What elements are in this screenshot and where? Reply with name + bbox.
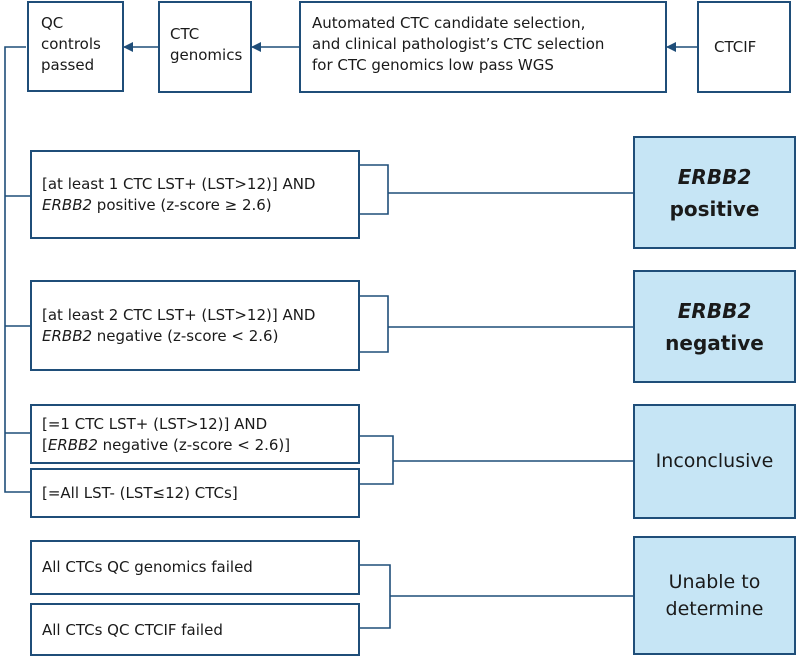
criteria-all-lst-neg-label: [=All LST- (LST≤12) CTCs] — [42, 484, 238, 502]
criteria-erbb2-negative-box: [at least 2 CTC LST+ (LST>12)] AND ERBB2… — [30, 280, 360, 371]
qc-controls-line-1: QC — [41, 14, 64, 32]
criteria-one-lst-box: [=1 CTC LST+ (LST>12)] AND [ERBB2 negati… — [30, 404, 360, 464]
bracket-positive — [360, 164, 633, 215]
selection-line-3: for CTC genomics low pass WGS — [312, 56, 554, 74]
result-positive-gene: ERBB2 — [678, 161, 751, 193]
bracket-unable — [360, 564, 633, 629]
gene-name: ERBB2 — [677, 164, 752, 189]
bracket-inconclusive — [360, 435, 633, 485]
failed-ctcif-box: All CTCs QC CTCIF failed — [30, 603, 360, 656]
failed-genomics-box: All CTCs QC genomics failed — [30, 540, 360, 595]
failed-ctcif-label: All CTCs QC CTCIF failed — [42, 621, 223, 639]
selection-line-2: and clinical pathologist’s CTC selection — [312, 35, 605, 53]
ctcif-box: CTCIF — [697, 1, 791, 93]
ctc-genomics-line-1: CTC — [170, 25, 200, 43]
gene-name: ERBB2 — [42, 327, 93, 345]
bracket-negative — [360, 295, 633, 353]
result-unable-line-1: Unable to — [668, 570, 761, 593]
result-positive-label: positive — [669, 196, 760, 221]
criteria-all-lst-neg-box: [=All LST- (LST≤12) CTCs] — [30, 468, 360, 518]
trunk-line — [4, 46, 30, 493]
ctcif-label: CTCIF — [714, 38, 757, 56]
criteria-one-lst-line-2-rest: negative (z-score < 2.6)] — [97, 436, 291, 454]
criteria-one-lst-line-2: [ERBB2 negative (z-score < 2.6)] — [42, 435, 358, 456]
criteria-negative-line-2-rest: negative (z-score < 2.6) — [92, 327, 279, 345]
criteria-positive-line-1: [at least 1 CTC LST+ (LST>12)] AND — [42, 175, 316, 193]
qc-controls-box: QC controls passed — [27, 1, 124, 92]
failed-genomics-label: All CTCs QC genomics failed — [42, 558, 253, 576]
result-unable-to-determine: Unable to determine — [633, 536, 796, 655]
result-inconclusive: Inconclusive — [633, 404, 796, 519]
criteria-positive-line-2-rest: positive (z-score ≥ 2.6) — [92, 196, 272, 214]
criteria-negative-line-1: [at least 2 CTC LST+ (LST>12)] AND — [42, 306, 316, 324]
result-negative-gene: ERBB2 — [678, 295, 751, 327]
bracket-open: [ — [42, 436, 48, 454]
result-negative-label: negative — [665, 330, 764, 355]
gene-name: ERBB2 — [677, 298, 752, 323]
result-erbb2-negative: ERBB2 negative — [633, 270, 796, 383]
result-inconclusive-label: Inconclusive — [655, 450, 774, 472]
criteria-negative-line-2: ERBB2 negative (z-score < 2.6) — [42, 326, 358, 347]
gene-name: ERBB2 — [42, 196, 93, 214]
criteria-one-lst-line-1: [=1 CTC LST+ (LST>12)] AND — [42, 415, 268, 433]
qc-controls-line-2: controls — [41, 35, 101, 53]
qc-controls-line-3: passed — [41, 56, 95, 74]
ctc-genomics-box: CTC genomics — [158, 1, 252, 93]
ctc-selection-box: Automated CTC candidate selection, and c… — [299, 1, 667, 93]
result-erbb2-positive: ERBB2 positive — [633, 136, 796, 249]
criteria-erbb2-positive-box: [at least 1 CTC LST+ (LST>12)] AND ERBB2… — [30, 150, 360, 239]
ctc-genomics-line-2: genomics — [170, 46, 243, 64]
criteria-positive-line-2: ERBB2 positive (z-score ≥ 2.6) — [42, 195, 358, 216]
selection-line-1: Automated CTC candidate selection, — [312, 14, 586, 32]
gene-name: ERBB2 — [47, 436, 98, 454]
result-unable-line-2: determine — [665, 597, 764, 620]
